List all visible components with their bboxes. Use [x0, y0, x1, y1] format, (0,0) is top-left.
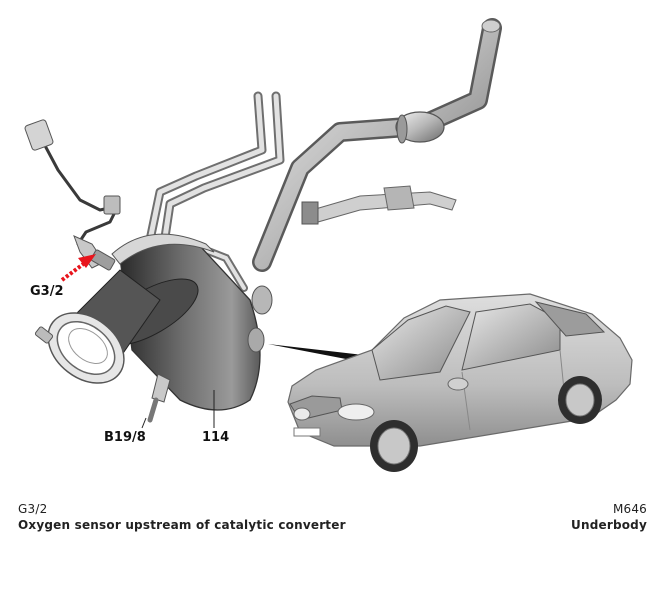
callout-part-number: 114 [202, 430, 230, 445]
sensor-cable [24, 119, 121, 246]
callout-oxygen-sensor: G3/2 [30, 284, 64, 299]
temperature-sensor [147, 373, 171, 423]
caption-engine: M646 [612, 502, 647, 516]
outlet-flange [247, 285, 273, 353]
catalytic-converter-upper [395, 111, 445, 144]
inlet-clamp [34, 269, 161, 384]
callout-temperature-sensor: B19/8 [104, 430, 146, 445]
oxygen-sensor [73, 235, 116, 271]
caption-code: G3/2 [18, 502, 48, 516]
caption-description: Oxygen sensor upstream of catalytic conv… [18, 518, 346, 532]
sedan-car [287, 293, 633, 472]
caption-location: Underbody [571, 518, 647, 532]
red-arrow [60, 254, 96, 282]
exhaust-pipe-upper [252, 18, 502, 272]
mounting-bracket [301, 185, 457, 225]
leader-lines [141, 390, 215, 429]
